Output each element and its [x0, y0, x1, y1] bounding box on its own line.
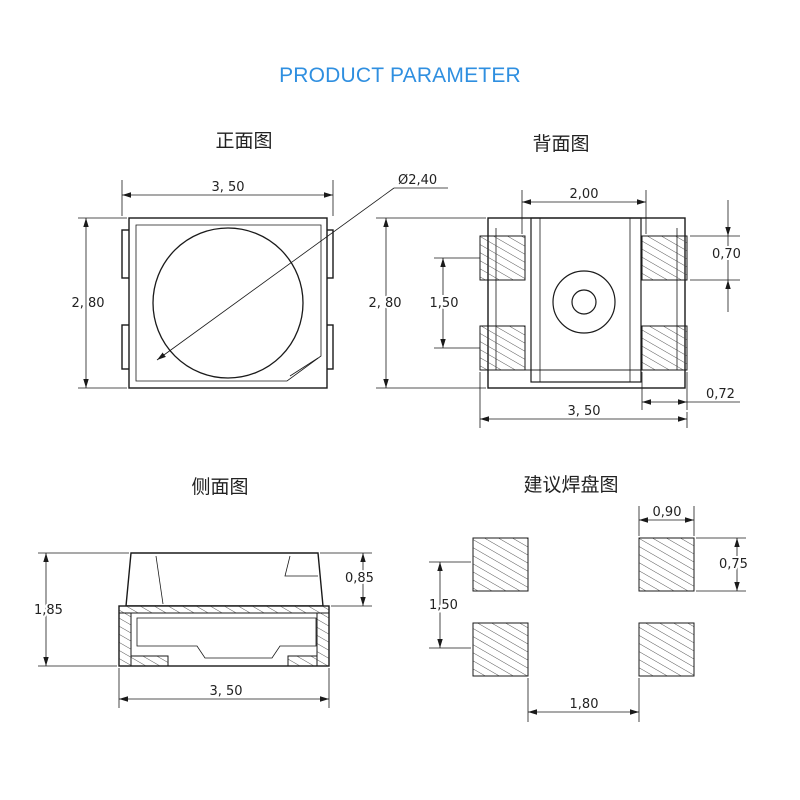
side-terminal-left	[118, 612, 132, 667]
front-height-label: 2, 80	[71, 296, 104, 311]
solder-spacing-label: 1,80	[570, 697, 599, 712]
back-top-width-label: 2,00	[570, 187, 599, 202]
page-heading: PRODUCT PARAMETER	[279, 64, 521, 87]
side-terminal-right	[316, 612, 330, 667]
solder-pad-view: 建议焊盘图 0,90 0,75 1,50 1,80	[427, 474, 750, 722]
back-pad-top-left	[479, 235, 526, 281]
side-lens-height-label: 0,85	[345, 571, 374, 586]
solder-pad-top-left	[472, 537, 529, 592]
solder-view-title: 建议焊盘图	[523, 474, 618, 496]
back-view: 背面图 2,00 0,70 2, 80	[366, 133, 743, 428]
back-view-title: 背面图	[532, 133, 589, 155]
front-package-outline	[128, 217, 328, 389]
back-pad-height-label: 0,70	[712, 247, 741, 262]
back-height-label: 2, 80	[368, 296, 401, 311]
solder-pad-top-right	[638, 537, 695, 592]
back-center-slot	[530, 217, 642, 383]
back-pad-top-right	[641, 235, 688, 281]
solder-pad-bottom-left	[472, 622, 529, 677]
side-lens-edge-right	[284, 555, 318, 577]
side-view: 侧面图 1,85 0,85 3, 50	[32, 476, 376, 708]
front-diameter-leader	[156, 187, 395, 361]
back-center-pad-inner	[571, 289, 597, 315]
back-width-label: 3, 50	[567, 404, 600, 419]
side-foot-right	[287, 655, 318, 667]
back-pad-bottom-right	[641, 325, 688, 371]
solder-pitch-label: 1,50	[429, 598, 458, 613]
front-view-title: 正面图	[215, 130, 272, 152]
solder-pad-bottom-right	[638, 622, 695, 677]
side-cavity	[136, 617, 317, 659]
back-pad-gap-label: 1,50	[430, 296, 459, 311]
front-width-label: 3, 50	[211, 180, 244, 195]
front-diameter-label: Ø2,40	[398, 173, 437, 188]
side-lens-profile	[125, 552, 324, 607]
solder-pad-height-label: 0,75	[719, 557, 748, 572]
side-width-label: 3, 50	[209, 684, 242, 699]
back-center-pad-outer	[552, 270, 616, 334]
front-view: 正面图 Ø2,40 3, 50 2, 80	[69, 130, 448, 389]
side-terminal-top	[118, 605, 330, 614]
front-lens-circle	[152, 227, 304, 379]
side-height-label: 1,85	[34, 603, 63, 618]
back-pad-width-label: 0,72	[706, 387, 735, 402]
back-pad-bottom-left	[479, 325, 526, 371]
front-polarity-mark	[289, 357, 319, 377]
side-view-title: 侧面图	[191, 476, 248, 498]
side-lens-edge-left	[155, 555, 164, 605]
solder-pad-width-label: 0,90	[653, 505, 682, 520]
front-package-inner	[135, 224, 322, 382]
side-foot-left	[130, 655, 169, 667]
